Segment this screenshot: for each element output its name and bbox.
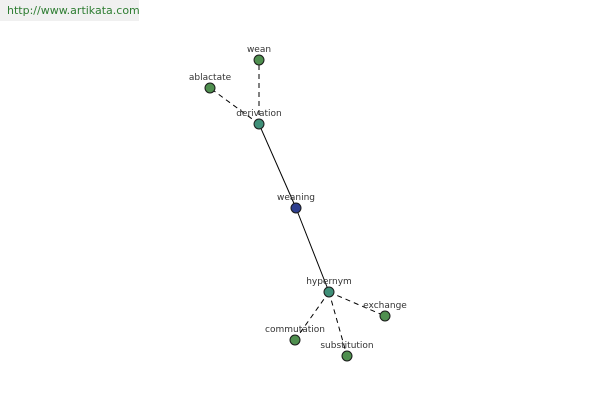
edge-hypernym-substitution (328, 291, 348, 357)
node-substitution[interactable] (341, 350, 353, 362)
node-weaning[interactable] (290, 202, 302, 214)
node-label-wean: wean (247, 45, 271, 55)
node-derivation[interactable] (253, 118, 265, 130)
node-label-hypernym: hypernym (306, 277, 352, 287)
node-label-derivation: derivation (236, 109, 282, 119)
node-commutation[interactable] (289, 334, 301, 346)
source-url-banner[interactable]: http://www.artikata.com (0, 0, 140, 21)
edge-weaning-derivation (258, 123, 297, 209)
edge-hypernym-exchange (328, 291, 386, 317)
node-ablactate[interactable] (204, 82, 216, 94)
node-label-substitution: substitution (320, 341, 373, 351)
graph-labels: weaning derivation hypernym wean ablactate ex… (189, 45, 407, 351)
edge-hypernym-commutation (294, 291, 330, 341)
graph-nodes (204, 54, 391, 362)
node-wean[interactable] (253, 54, 265, 66)
node-label-weaning: weaning (277, 193, 315, 203)
node-label-ablactate: ablactate (189, 73, 232, 83)
node-hypernym[interactable] (323, 286, 335, 298)
source-url-link[interactable]: http://www.artikata.com (7, 4, 140, 17)
graph-edges (209, 60, 386, 357)
node-label-commutation: commutation (265, 325, 325, 335)
edge-weaning-hypernym (295, 207, 330, 293)
node-label-exchange: exchange (363, 301, 407, 311)
node-exchange[interactable] (379, 310, 391, 322)
edge-derivation-ablactate (209, 87, 260, 125)
